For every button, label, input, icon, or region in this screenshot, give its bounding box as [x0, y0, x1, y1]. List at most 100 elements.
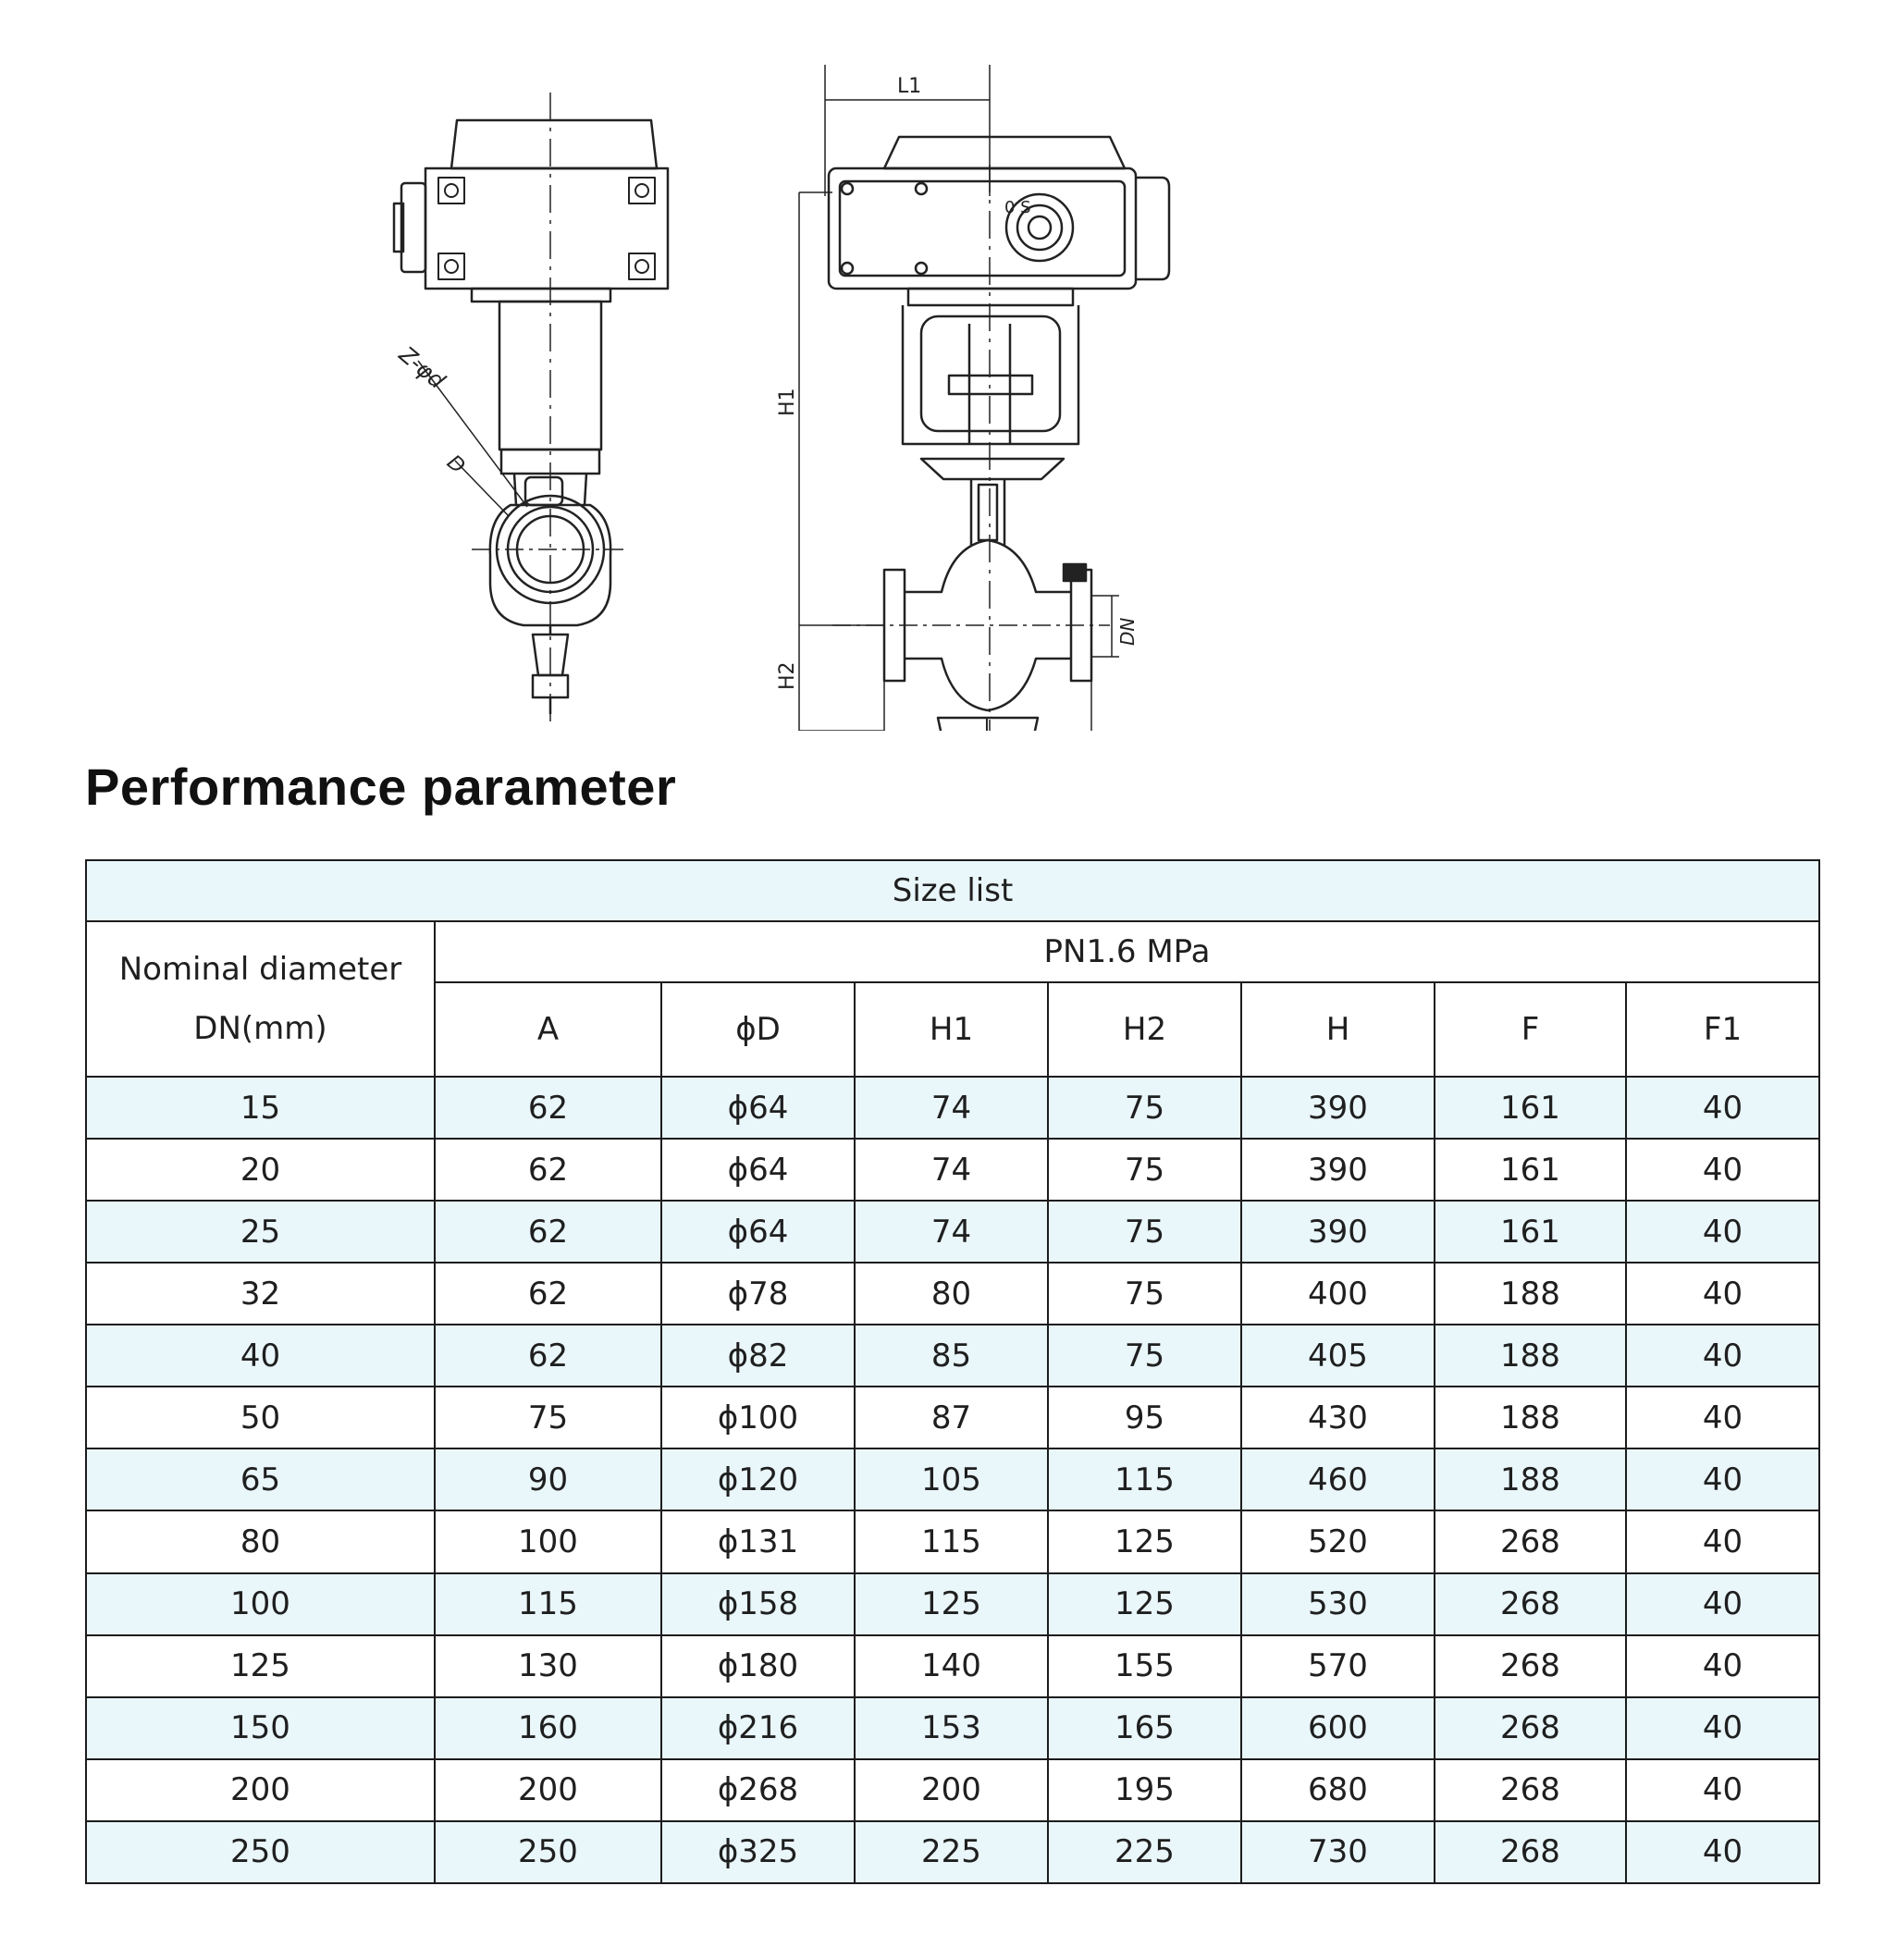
col-header: F1: [1624, 981, 1821, 1078]
label-dn: DN: [1116, 618, 1139, 646]
value-cell: 268: [1434, 1819, 1627, 1885]
value-cell: 161: [1434, 1075, 1627, 1140]
value-cell: 115: [434, 1572, 662, 1636]
value-cell: ϕ82: [660, 1324, 856, 1388]
dn-cell: 25: [85, 1200, 436, 1264]
label-d: D: [442, 450, 469, 478]
dn-unit-label: DN(mm): [193, 1010, 327, 1047]
value-cell: 40: [1624, 1757, 1821, 1822]
value-cell: ϕ120: [660, 1448, 856, 1512]
value-cell: 62: [434, 1138, 662, 1202]
value-cell: 130: [434, 1633, 662, 1698]
value-cell: ϕ180: [660, 1633, 856, 1698]
value-cell: 40: [1624, 1075, 1821, 1140]
label-l1: L1: [897, 75, 921, 98]
nominal-diameter-label: Nominal diameter: [118, 951, 402, 988]
value-cell: ϕ64: [660, 1200, 856, 1264]
value-cell: ϕ325: [660, 1819, 856, 1885]
value-cell: 188: [1434, 1262, 1627, 1326]
value-cell: 62: [434, 1200, 662, 1264]
value-cell: 125: [1047, 1572, 1242, 1636]
value-cell: 460: [1240, 1448, 1435, 1512]
value-cell: 600: [1240, 1695, 1435, 1760]
value-cell: 80: [854, 1262, 1049, 1326]
value-cell: 161: [1434, 1138, 1627, 1202]
value-cell: 62: [434, 1262, 662, 1326]
value-cell: 40: [1624, 1819, 1821, 1885]
value-cell: 155: [1047, 1633, 1242, 1698]
dn-cell: 20: [85, 1138, 436, 1202]
dn-cell: 150: [85, 1695, 436, 1760]
value-cell: ϕ64: [660, 1075, 856, 1140]
value-cell: 75: [434, 1386, 662, 1450]
value-cell: 74: [854, 1138, 1049, 1202]
handwheel-marks: 0 S: [1004, 198, 1031, 217]
value-cell: ϕ78: [660, 1262, 856, 1326]
value-cell: 161: [1434, 1200, 1627, 1264]
dn-cell: 250: [85, 1819, 436, 1885]
valve-drawing: Z-φd D L1 0 S: [392, 65, 1171, 731]
value-cell: 75: [1047, 1324, 1242, 1388]
value-cell: 188: [1434, 1324, 1627, 1388]
section-title: Performance parameter: [85, 758, 677, 816]
front-view: Z-φd D: [392, 92, 670, 721]
value-cell: 268: [1434, 1572, 1627, 1636]
value-cell: 160: [434, 1695, 662, 1760]
value-cell: ϕ64: [660, 1138, 856, 1202]
dn-cell: 125: [85, 1633, 436, 1698]
nominal-diameter-header: Nominal diameter DN(mm): [85, 920, 436, 1078]
value-cell: ϕ131: [660, 1510, 856, 1574]
value-cell: 95: [1047, 1386, 1242, 1450]
value-cell: 40: [1624, 1448, 1821, 1512]
value-cell: 125: [854, 1572, 1049, 1636]
value-cell: ϕ268: [660, 1757, 856, 1822]
value-cell: 530: [1240, 1572, 1435, 1636]
value-cell: 200: [434, 1757, 662, 1822]
label-z-d: Z-φd: [393, 341, 450, 395]
value-cell: 74: [854, 1200, 1049, 1264]
value-cell: 225: [1047, 1819, 1242, 1885]
col-header: H1: [854, 981, 1049, 1078]
label-h2: H2: [776, 661, 799, 690]
value-cell: 40: [1624, 1510, 1821, 1574]
value-cell: 188: [1434, 1448, 1627, 1512]
value-cell: 268: [1434, 1633, 1627, 1698]
value-cell: 225: [854, 1819, 1049, 1885]
value-cell: 730: [1240, 1819, 1435, 1885]
value-cell: 87: [854, 1386, 1049, 1450]
col-header: ϕD: [660, 981, 856, 1078]
dn-cell: 80: [85, 1510, 436, 1574]
label-l: L: [984, 715, 995, 731]
value-cell: 105: [854, 1448, 1049, 1512]
value-cell: 188: [1434, 1386, 1627, 1450]
side-view: L1 0 S: [776, 65, 1171, 731]
value-cell: ϕ216: [660, 1695, 856, 1760]
table-title: Size list: [84, 859, 1821, 922]
value-cell: 165: [1047, 1695, 1242, 1760]
value-cell: 390: [1240, 1200, 1435, 1264]
value-cell: 75: [1047, 1075, 1242, 1140]
dn-cell: 50: [85, 1386, 436, 1450]
value-cell: 74: [854, 1075, 1049, 1140]
value-cell: 200: [854, 1757, 1049, 1822]
value-cell: 62: [434, 1324, 662, 1388]
dn-cell: 15: [85, 1075, 436, 1140]
value-cell: 115: [854, 1510, 1049, 1574]
value-cell: ϕ100: [660, 1386, 856, 1450]
dn-cell: 65: [85, 1448, 436, 1512]
value-cell: 520: [1240, 1510, 1435, 1574]
value-cell: 140: [854, 1633, 1049, 1698]
value-cell: 40: [1624, 1633, 1821, 1698]
value-cell: 268: [1434, 1510, 1627, 1574]
value-cell: 40: [1624, 1386, 1821, 1450]
value-cell: 40: [1624, 1200, 1821, 1264]
label-h1: H1: [776, 388, 799, 416]
